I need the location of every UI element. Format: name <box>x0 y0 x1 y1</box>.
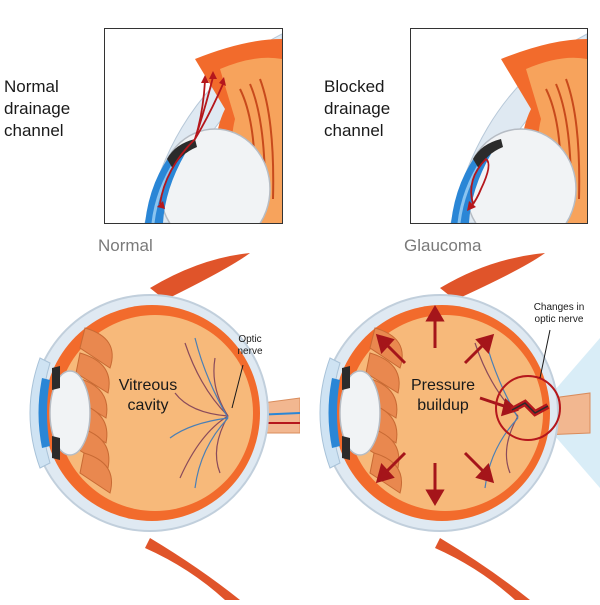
optic-nerve-line: optic nerve <box>534 314 584 325</box>
vitreous-cavity-label: Vitreous cavity <box>108 376 188 416</box>
pressure-buildup-label: Pressure buildup <box>398 376 488 416</box>
optic-nerve-change-label: Changes in optic nerve <box>524 302 594 326</box>
normal-drainage-illustration <box>144 33 282 223</box>
normal-drainage-line-1: Normal <box>4 77 59 96</box>
normal-drainage-line-3: channel <box>4 121 64 140</box>
blocked-drainage-illustration <box>450 33 587 223</box>
normal-eye-diagram: Vitreous cavity Optic nerve <box>0 248 301 600</box>
glaucoma-panel-title: Glaucoma <box>404 236 482 255</box>
blocked-drainage-inset <box>410 28 588 224</box>
pressure-line: Pressure <box>410 377 476 394</box>
blocked-drainage-line-2: drainage <box>324 99 391 118</box>
nerve-line: nerve <box>237 346 263 357</box>
buildup-line: buildup <box>417 397 469 414</box>
normal-eye-illustration <box>29 253 301 600</box>
normal-drainage-line-2: drainage <box>4 99 71 118</box>
vitreous-line: Vitreous <box>118 377 178 394</box>
cavity-line: cavity <box>127 397 169 414</box>
blocked-drainage-line-1: Blocked <box>324 77 385 96</box>
optic-nerve-label: Optic nerve <box>230 334 270 358</box>
changes-in-line: Changes in <box>533 302 585 313</box>
optic-line: Optic <box>238 334 262 345</box>
normal-drainage-inset <box>104 28 283 224</box>
glaucoma-eye-diagram: Pressure buildup Changes in optic nerve <box>300 248 600 600</box>
normal-panel-title: Normal <box>98 236 153 255</box>
glaucoma-eye-illustration <box>319 253 600 600</box>
normal-drainage-label: Normal drainage channel <box>4 76 104 142</box>
blocked-drainage-line-3: channel <box>324 121 384 140</box>
blocked-drainage-label: Blocked drainage channel <box>324 76 414 142</box>
